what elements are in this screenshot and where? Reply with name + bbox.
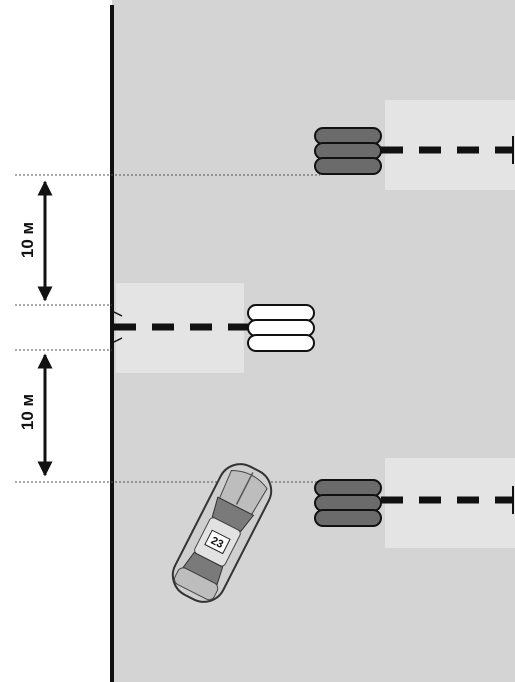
tyre-stack-top: [314, 127, 382, 175]
gate-zone-bottom: [385, 458, 515, 548]
car-windshield: [211, 496, 255, 532]
reference-lines: [15, 174, 320, 483]
tyre-stack-middle: [247, 304, 315, 352]
car-trunk: [174, 567, 219, 601]
rally-car: 23: [171, 463, 273, 603]
dimension-label-upper: 10 м: [18, 222, 37, 258]
car-number: 23: [209, 535, 225, 551]
car-number-plate: [204, 529, 231, 555]
gate-edge-mark-middle: [113, 311, 123, 343]
tyre-stack-bottom: [314, 479, 382, 527]
car-stripe: [235, 472, 254, 505]
gate-zone-middle: [116, 283, 244, 373]
dimension-label-lower: 10 м: [18, 394, 37, 430]
car-rear-window: [182, 551, 224, 586]
gate-zone-top: [385, 100, 515, 190]
